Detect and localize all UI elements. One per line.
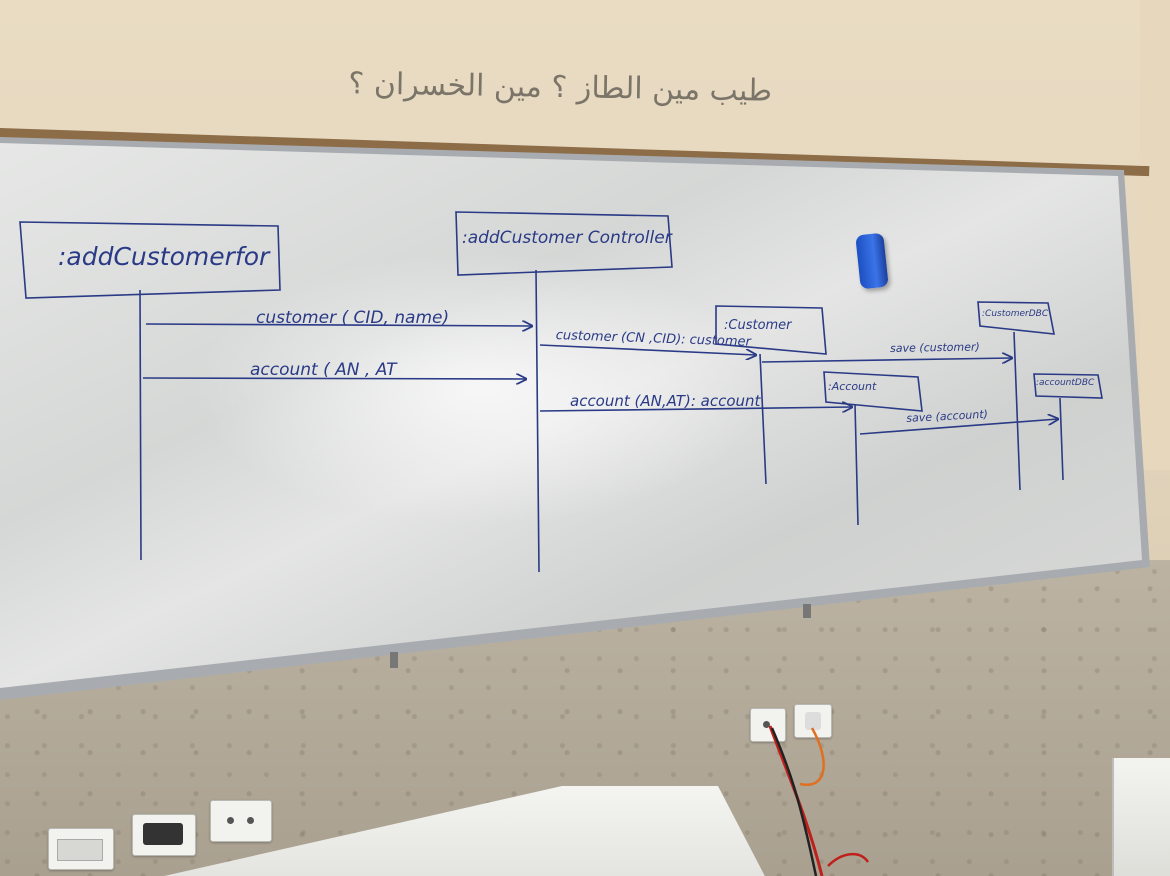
board-bracket xyxy=(390,652,398,668)
object-label: :Customer xyxy=(724,318,792,333)
lifeline xyxy=(139,289,142,561)
message-arrow xyxy=(145,324,532,326)
message-arrow xyxy=(859,419,1058,435)
message-label: account ( AN , AT xyxy=(250,360,397,380)
object-box xyxy=(455,211,673,276)
object-label: :Account xyxy=(828,380,877,393)
upper-wall-right xyxy=(1140,0,1170,470)
power-cable xyxy=(768,725,824,876)
message-arrow xyxy=(539,344,756,355)
object-box xyxy=(823,371,923,412)
object-box xyxy=(715,305,827,355)
message-label: customer ( CID, name) xyxy=(256,308,450,328)
lifeline xyxy=(1059,397,1064,481)
object-label: :accountDBC xyxy=(1036,378,1095,388)
object-label: :addCustomerfor xyxy=(58,242,270,271)
object-box xyxy=(1033,373,1103,399)
wall-outlet xyxy=(132,814,196,856)
side-table xyxy=(1112,758,1170,876)
message-label: account (AN,AT): account xyxy=(570,392,761,410)
object-label: :addCustomer Controller xyxy=(462,228,672,248)
object-box xyxy=(19,221,281,299)
lifeline xyxy=(759,353,767,485)
message-arrow xyxy=(539,407,852,411)
object-label: :CustomerDBC xyxy=(982,309,1049,319)
wall-outlet xyxy=(794,704,832,738)
wall-outlet xyxy=(210,800,272,842)
power-cable xyxy=(827,853,870,867)
power-cable xyxy=(799,727,825,786)
object-box xyxy=(977,301,1055,335)
board-bracket xyxy=(803,604,811,618)
wall-outlet xyxy=(750,708,786,742)
lifeline xyxy=(535,269,540,573)
wall-switch-plate xyxy=(48,828,114,870)
message-arrow xyxy=(761,358,1012,362)
lifeline xyxy=(1013,331,1021,491)
lifeline xyxy=(854,403,859,526)
message-arrow xyxy=(142,378,526,379)
power-cable xyxy=(770,727,818,876)
